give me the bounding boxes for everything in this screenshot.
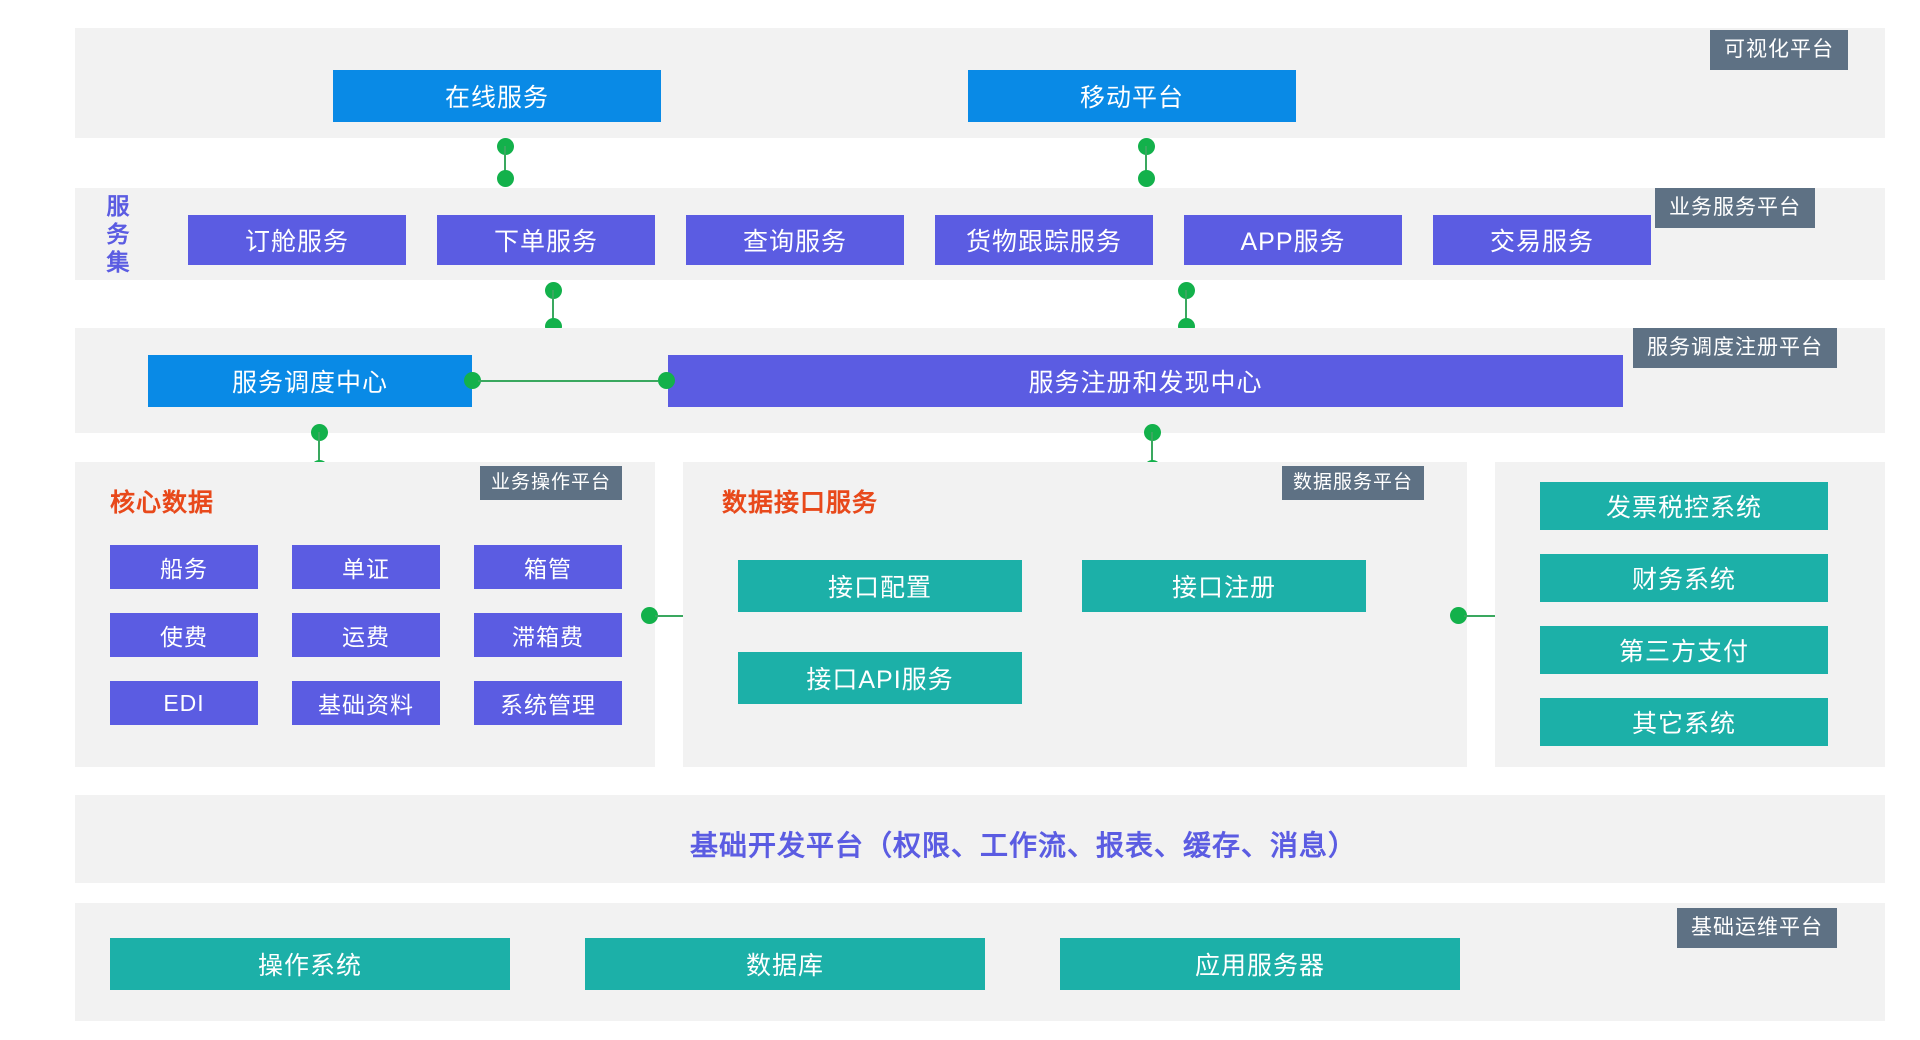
connector-line <box>1185 290 1187 320</box>
module-box-port-charges[interactable]: 使费 <box>110 613 258 657</box>
platform-tag-data-service: 数据服务平台 <box>1282 466 1425 500</box>
module-box-freight[interactable]: 运费 <box>292 613 440 657</box>
box-order-service[interactable]: 下单服务 <box>437 215 655 265</box>
box-query-service[interactable]: 查询服务 <box>686 215 904 265</box>
box-interface-registration[interactable]: 接口注册 <box>1082 560 1366 612</box>
module-box-base-data[interactable]: 基础资料 <box>292 681 440 725</box>
box-database[interactable]: 数据库 <box>585 938 985 990</box>
box-service-registry-center[interactable]: 服务注册和发现中心 <box>668 355 1623 407</box>
platform-tag-business-service: 业务服务平台 <box>1655 188 1815 228</box>
section-title-data-interface-service: 数据接口服务 <box>722 489 879 517</box>
connector-line <box>504 146 506 172</box>
box-app-service[interactable]: APP服务 <box>1184 215 1402 265</box>
platform-tag-infrastructure: 基础运维平台 <box>1677 908 1837 948</box>
module-box-documents[interactable]: 单证 <box>292 545 440 589</box>
box-mobile-platform[interactable]: 移动平台 <box>968 70 1296 122</box>
panel-data-service <box>683 462 1470 767</box>
box-transaction-service[interactable]: 交易服务 <box>1433 215 1651 265</box>
module-box-shipping[interactable]: 船务 <box>110 545 258 589</box>
box-invoice-tax-system[interactable]: 发票税控系统 <box>1540 482 1828 530</box>
box-booking-service[interactable]: 订舱服务 <box>188 215 406 265</box>
module-box-edi[interactable]: EDI <box>110 681 258 725</box>
connector-dot <box>1138 170 1155 187</box>
platform-tag-visualization: 可视化平台 <box>1710 30 1848 70</box>
connector-dot <box>497 170 514 187</box>
box-third-party-payment[interactable]: 第三方支付 <box>1540 626 1828 674</box>
side-label-service-set: 服务集 <box>106 193 130 276</box>
box-interface-api-service[interactable]: 接口API服务 <box>738 652 1022 704</box>
connector-dot <box>1450 607 1467 624</box>
connector-line <box>1145 146 1147 172</box>
connector-line <box>1464 615 1502 617</box>
box-finance-system[interactable]: 财务系统 <box>1540 554 1828 602</box>
connector-dot <box>641 607 658 624</box>
section-title-core-data: 核心数据 <box>110 489 215 517</box>
box-other-systems[interactable]: 其它系统 <box>1540 698 1828 746</box>
connector-line <box>655 615 693 617</box>
band-dev-platform <box>75 795 1885 883</box>
box-service-dispatch-center[interactable]: 服务调度中心 <box>148 355 472 407</box>
platform-tag-dispatch-registry: 服务调度注册平台 <box>1633 328 1837 368</box>
box-application-server[interactable]: 应用服务器 <box>1060 938 1460 990</box>
platform-tag-business-operations: 业务操作平台 <box>480 466 623 500</box>
module-box-system-mgmt[interactable]: 系统管理 <box>474 681 622 725</box>
box-cargo-tracking-service[interactable]: 货物跟踪服务 <box>935 215 1153 265</box>
connector-line <box>1151 432 1153 462</box>
box-operating-system[interactable]: 操作系统 <box>110 938 510 990</box>
box-interface-config[interactable]: 接口配置 <box>738 560 1022 612</box>
connector-line <box>318 432 320 462</box>
connector-line <box>478 380 658 382</box>
connector-line <box>552 290 554 320</box>
dev-platform-label: 基础开发平台（权限、工作流、报表、缓存、消息） <box>690 830 1358 861</box>
box-online-service[interactable]: 在线服务 <box>333 70 661 122</box>
connector-dot <box>464 372 481 389</box>
connector-dot <box>658 372 675 389</box>
module-box-demurrage[interactable]: 滞箱费 <box>474 613 622 657</box>
module-box-container-mgmt[interactable]: 箱管 <box>474 545 622 589</box>
